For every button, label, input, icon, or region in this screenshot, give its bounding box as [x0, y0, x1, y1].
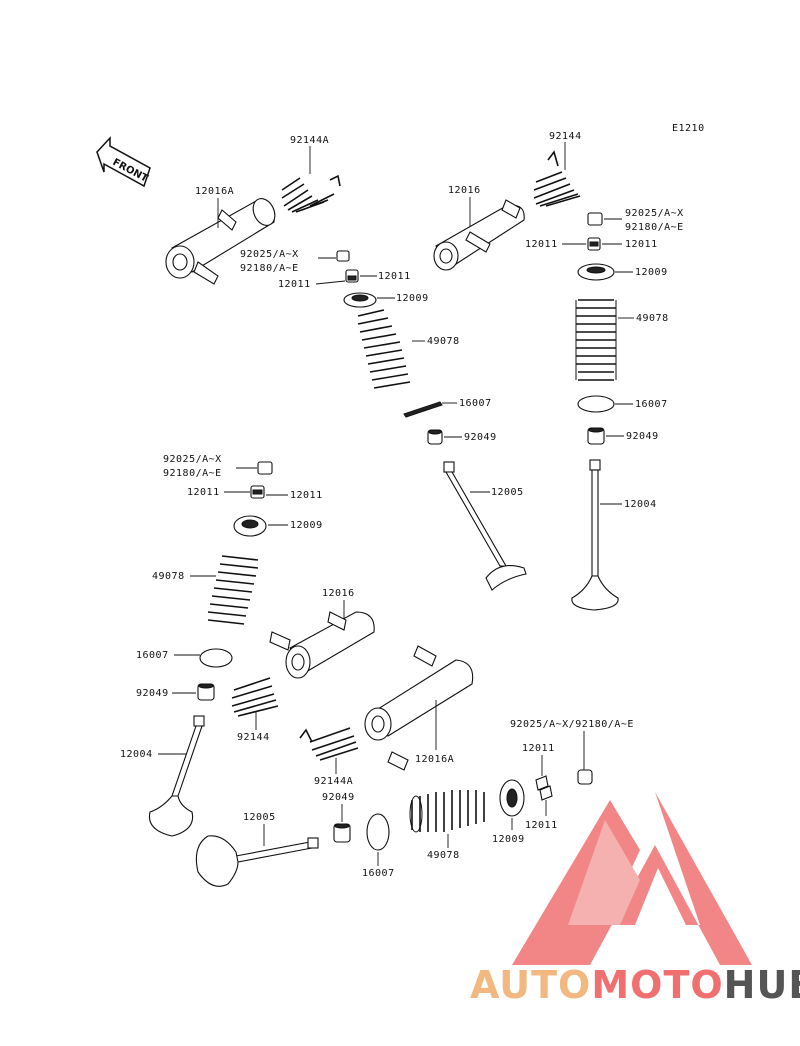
- spring-49078-left: [207, 555, 259, 625]
- retainer-12009-right: [577, 263, 615, 281]
- cap-92025-low: [577, 769, 593, 785]
- label-12016A-low: 12016A: [415, 754, 454, 765]
- label-12009-mid: 12009: [396, 293, 429, 304]
- label-92144-top: 92144: [549, 131, 582, 142]
- brand-auto: AUTO: [470, 963, 591, 1007]
- keeper-12011-right: [587, 237, 601, 251]
- label-12011-left-left: 12011: [187, 487, 220, 498]
- label-12009-low: 12009: [492, 834, 525, 845]
- valve-12004-right: [571, 459, 619, 611]
- label-92180-mid: 92180/A~E: [240, 263, 299, 274]
- rocker-arm-12016A-top: [165, 198, 276, 285]
- rocker-arm-12016-top: [433, 199, 525, 271]
- label-92144A-low: 92144A: [314, 776, 353, 787]
- label-12011-low-top: 12011: [522, 743, 555, 754]
- label-49078-low: 49078: [427, 850, 460, 861]
- label-16007-right: 16007: [635, 399, 668, 410]
- rocker-arm-12016-low: [269, 611, 375, 679]
- brand-hub: HUB: [724, 963, 800, 1007]
- spring-49078-right: [575, 299, 617, 381]
- automotohub-logo-icon: [512, 792, 752, 965]
- label-12011-right-left: 12011: [525, 239, 558, 250]
- diagram-code: E1210: [672, 123, 705, 134]
- label-92049-left: 92049: [136, 688, 169, 699]
- label-12016-top: 12016: [448, 185, 481, 196]
- svg-text:AUTOMOTOHUB: AUTOMOTOHUB: [470, 963, 800, 1007]
- label-12005-mid: 12005: [491, 487, 524, 498]
- retainer-12009-left: [233, 515, 267, 537]
- seat-16007-low: [366, 813, 390, 851]
- label-12011-left-right: 12011: [290, 490, 323, 501]
- spring-49078-mid: [357, 309, 411, 389]
- label-92144A-top: 92144A: [290, 135, 329, 146]
- keeper-12011-left: [250, 485, 265, 499]
- label-92049-low: 92049: [322, 792, 355, 803]
- seat-16007-left: [199, 648, 233, 668]
- cap-92025-left: [257, 461, 273, 475]
- seat-16007-mid: [403, 401, 443, 418]
- valve-12005-mid: [443, 461, 527, 591]
- label-92180-left: 92180/A~E: [163, 468, 222, 479]
- label-12011-right-right: 12011: [625, 239, 658, 250]
- label-12004-right: 12004: [624, 499, 657, 510]
- label-92025-mid: 92025/A~X: [240, 249, 299, 260]
- valve-12005-low: [195, 835, 319, 887]
- label-49078-mid: 49078: [427, 336, 460, 347]
- label-92144-low: 92144: [237, 732, 270, 743]
- label-16007-left: 16007: [136, 650, 169, 661]
- cap-92025-right: [587, 212, 603, 226]
- label-12011-low-bot: 12011: [525, 820, 558, 831]
- seal-92049-left: [197, 683, 215, 701]
- label-12016A-top: 12016A: [195, 186, 234, 197]
- keeper-12011-mid: [345, 269, 359, 283]
- spring-92144-low: [231, 677, 279, 717]
- label-92025-right: 92025/A~X: [625, 208, 684, 219]
- label-12009-right: 12009: [635, 267, 668, 278]
- label-92049-mid: 92049: [464, 432, 497, 443]
- retainer-12009-mid: [343, 292, 377, 308]
- seal-92049-right: [587, 427, 605, 445]
- seal-92049-mid: [427, 429, 443, 445]
- keeper-12011-low: [535, 775, 553, 801]
- cap-92025-mid: [336, 250, 350, 262]
- label-92180-right: 92180/A~E: [625, 222, 684, 233]
- retainer-12009-low: [499, 779, 525, 817]
- seal-92049-low: [333, 823, 351, 843]
- label-12011-mid-left: 12011: [278, 279, 311, 290]
- spring-49078-low: [409, 790, 485, 833]
- label-12016-low: 12016: [322, 588, 355, 599]
- valve-12004-left: [148, 715, 205, 837]
- label-92025-92180-low: 92025/A~X/92180/A~E: [510, 719, 634, 730]
- label-12009-left: 12009: [290, 520, 323, 531]
- spring-92144-top: [533, 150, 581, 207]
- spring-92144A-low: [299, 727, 359, 761]
- seat-16007-right: [577, 395, 615, 413]
- label-16007-mid: 16007: [459, 398, 492, 409]
- label-12011-mid-right: 12011: [378, 271, 411, 282]
- label-49078-right: 49078: [636, 313, 669, 324]
- rocker-arm-12016A-low: [364, 645, 474, 771]
- label-92049-right: 92049: [626, 431, 659, 442]
- label-12005-low: 12005: [243, 812, 276, 823]
- label-16007-low: 16007: [362, 868, 395, 879]
- front-arrow-icon: FRONT: [96, 136, 151, 188]
- label-12004-left: 12004: [120, 749, 153, 760]
- spring-92144A-top: [281, 174, 341, 213]
- label-92025-left: 92025/A~X: [163, 454, 222, 465]
- brand-moto: MOTO: [591, 963, 723, 1007]
- label-49078-left: 49078: [152, 571, 185, 582]
